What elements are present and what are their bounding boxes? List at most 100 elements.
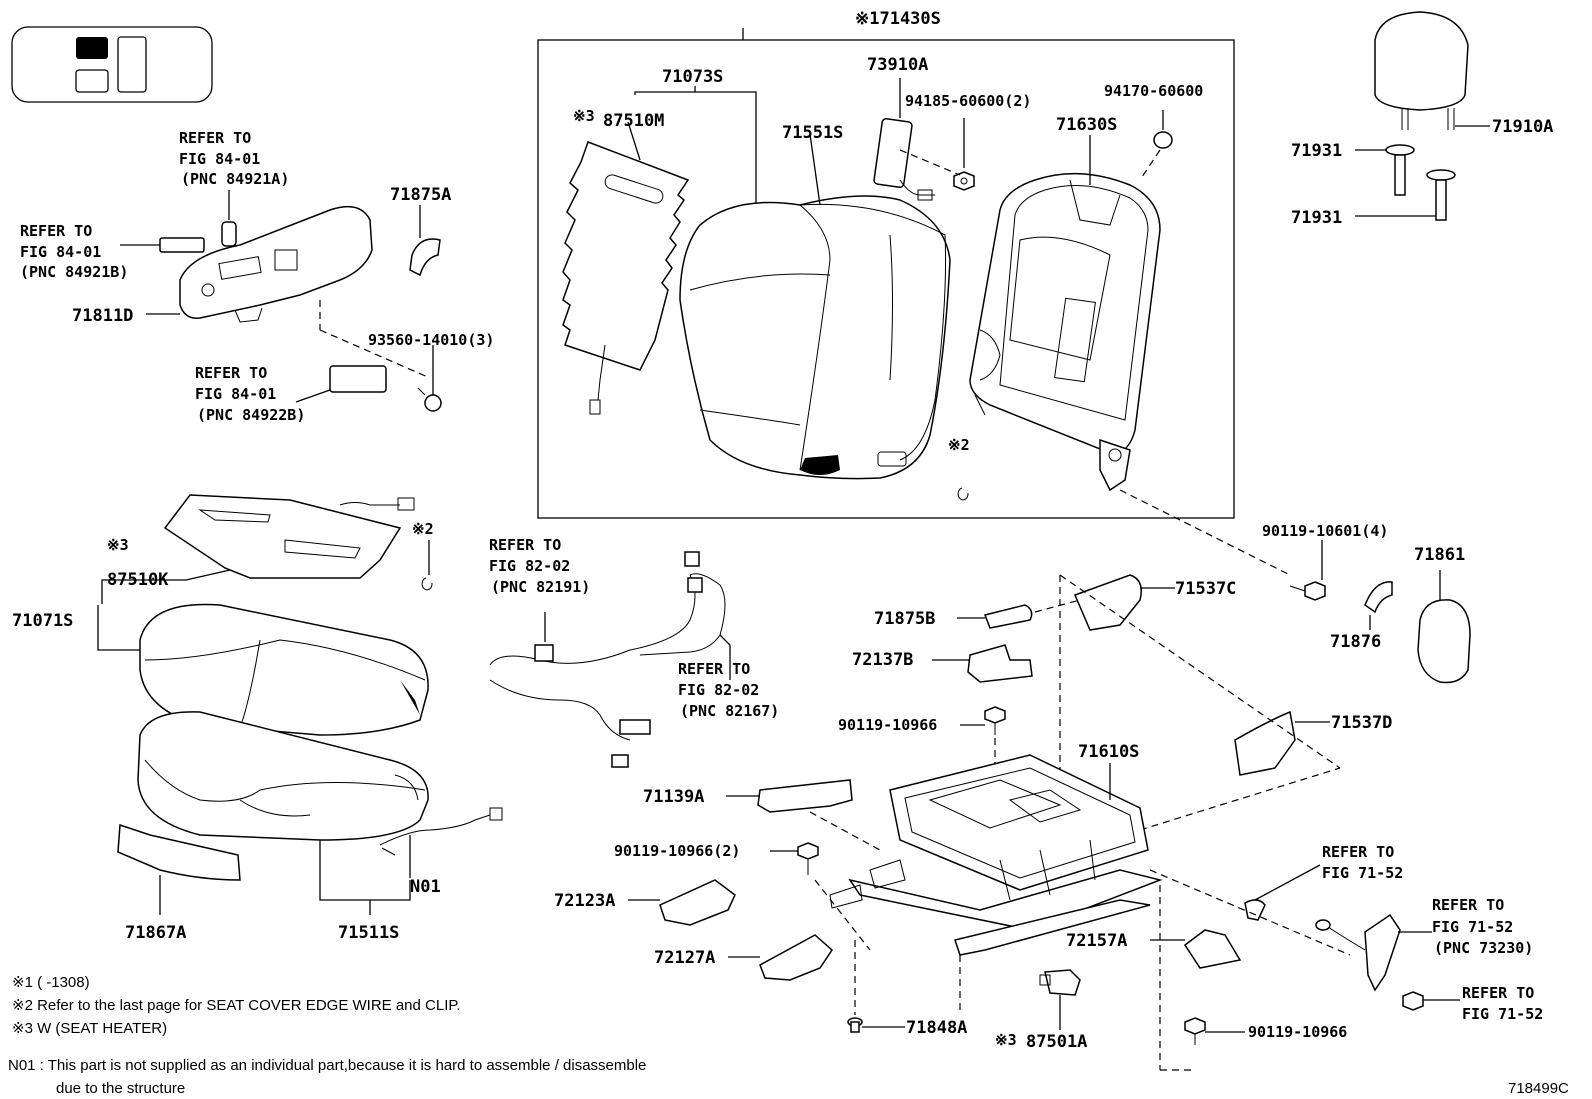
part-label-71630s: 71630S — [1056, 115, 1117, 135]
part-label-71430s: ※171430S — [855, 9, 941, 29]
part-label-71139a: 71139A — [643, 787, 704, 807]
seat-wire-harness — [489, 551, 726, 768]
part-label-71875a: 71875A — [390, 185, 451, 205]
part-label-94185: 94185-60600(2) — [905, 92, 1031, 110]
bolt-90119-10601 — [1289, 581, 1326, 601]
ref-73230-line1: REFER TO — [1432, 896, 1504, 914]
sensor-87501a — [1039, 969, 1081, 996]
ref-73230-line2: FIG 71-52 — [1432, 918, 1513, 936]
part-label-71537c: 71537C — [1175, 579, 1236, 599]
nut-94185 — [953, 171, 975, 191]
ref-84921b-line2: FIG 84-01 — [20, 243, 101, 261]
ref-71-52-b-line1: REFER TO — [1462, 984, 1534, 1002]
part-label-72127a: 72127A — [654, 948, 715, 968]
cover-72157a — [1183, 929, 1242, 969]
seat-adjuster-frame — [829, 754, 1163, 956]
ref-82167-line3: (PNC 82167) — [680, 702, 779, 720]
ref-84922b-line3: (PNC 84922B) — [197, 406, 305, 424]
bracket-72137b — [967, 644, 1033, 683]
switch-knob-84921a — [221, 221, 237, 247]
ref-84922b-line1: REFER TO — [195, 364, 267, 382]
headrest — [1374, 11, 1469, 130]
part-label-71537d: 71537D — [1331, 713, 1392, 733]
cover-71537d — [1234, 710, 1296, 776]
part-label-71867a: 71867A — [125, 923, 186, 943]
seat-airbag-module — [873, 118, 935, 201]
screw-93560 — [417, 387, 442, 412]
part-label-87510m: 87510M — [603, 111, 664, 131]
ref-82191-line3: (PNC 82191) — [491, 578, 590, 596]
part-label-73910a: 73910A — [867, 55, 928, 75]
ref-84921b-line1: REFER TO — [20, 222, 92, 240]
footnote-n01-cont: due to the structure — [56, 1080, 185, 1097]
seatback-assembly-box — [537, 39, 1235, 519]
ref-84921a-line2: FIG 84-01 — [179, 150, 260, 168]
seat-position-icon — [11, 26, 213, 103]
heater-mark-3: ※3 — [995, 1031, 1017, 1049]
cover-71861 — [1417, 599, 1471, 684]
headrest-guide-1 — [1385, 144, 1415, 196]
ref-82191-line2: FIG 82-02 — [489, 557, 570, 575]
part-label-72137b: 72137B — [852, 650, 913, 670]
footnote-2: ※2 Refer to the last page for SEAT COVER… — [12, 997, 461, 1014]
part-label-71610s: 71610S — [1078, 742, 1139, 762]
switch-knob-84921b — [159, 237, 205, 253]
ref-82167-line2: FIG 82-02 — [678, 681, 759, 699]
headrest-guide-2 — [1426, 169, 1456, 221]
bolt-90119-10966-2 — [797, 842, 819, 875]
footnote-3: ※3 W (SEAT HEATER) — [12, 1020, 167, 1037]
part-label-93560: 93560-14010(3) — [368, 331, 494, 349]
part-label-90119-10966-2: 90119-10966(2) — [614, 842, 740, 860]
part-label-71811d: 71811D — [72, 306, 133, 326]
part-label-90119-10601: 90119-10601(4) — [1262, 522, 1388, 540]
heater-mark-2: ※3 — [107, 536, 129, 554]
ref-84922b-line2: FIG 84-01 — [195, 385, 276, 403]
seatback-cover — [679, 195, 951, 480]
cushion-pad — [137, 711, 429, 841]
footnote-1: ※1 ( -1308) — [12, 974, 90, 991]
part-label-71910a: 71910A — [1492, 117, 1553, 137]
part-label-90119-10966-a: 90119-10966 — [838, 716, 937, 734]
ref-73230-line3: (PNC 73230) — [1434, 939, 1533, 957]
edge-wire-mark-1: ※2 — [948, 436, 970, 454]
ref-71-52-a-line1: REFER TO — [1322, 843, 1394, 861]
cover-71875a — [409, 238, 441, 277]
cushion-heater-mat — [163, 494, 415, 579]
part-label-90119-10966-b: 90119-10966 — [1248, 1023, 1347, 1041]
part-label-71931-bottom: 71931 — [1291, 208, 1342, 228]
cushion-front-panel — [117, 823, 241, 881]
footnote-n01: N01 : This part is not supplied as an in… — [8, 1057, 646, 1074]
part-label-71073s: 71073S — [662, 67, 723, 87]
clip-94170 — [1153, 131, 1173, 149]
seatback-heater-mat — [562, 141, 690, 415]
edge-wire-mark-2: ※2 — [412, 520, 434, 538]
cover-72123a — [659, 879, 736, 926]
switch-84922b — [329, 365, 387, 393]
cover-71876 — [1364, 581, 1393, 614]
rail-cover-71139a — [757, 779, 853, 813]
part-label-72157a: 72157A — [1066, 931, 1127, 951]
cover-71537c — [1073, 574, 1142, 631]
figure-id: 718499C — [1508, 1080, 1569, 1097]
cushion-cover — [139, 603, 429, 736]
bolt-90119-10966-b — [1184, 1017, 1206, 1045]
part-label-71876: 71876 — [1330, 632, 1381, 652]
cover-72127a — [759, 934, 833, 981]
heater-mark-1: ※3 — [573, 107, 595, 125]
ref-82191-line1: REFER TO — [489, 536, 561, 554]
part-label-71071s: 71071S — [12, 611, 73, 631]
part-label-71848a: 71848A — [906, 1018, 967, 1038]
buckle-nut — [1402, 991, 1424, 1011]
seat-belt-buckle — [1315, 913, 1401, 992]
ref-84921a-line3: (PNC 84921A) — [181, 170, 289, 188]
ref-84921a-line1: REFER TO — [179, 129, 251, 147]
sensor-harness-n01 — [379, 807, 503, 856]
clip-71848a — [847, 1017, 863, 1033]
part-label-71861: 71861 — [1414, 545, 1465, 565]
ref-71-52-a-line2: FIG 71-52 — [1322, 864, 1403, 882]
ref-82167-line1: REFER TO — [678, 660, 750, 678]
part-label-72123a: 72123A — [554, 891, 615, 911]
part-label-71931-top: 71931 — [1291, 141, 1342, 161]
ref-71-52-b-line2: FIG 71-52 — [1462, 1005, 1543, 1023]
